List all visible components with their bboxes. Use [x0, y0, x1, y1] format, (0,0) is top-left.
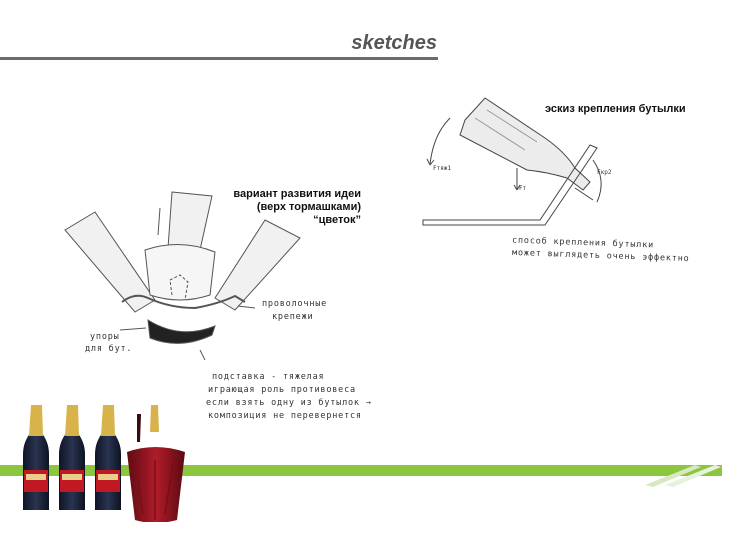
- flower-caption-line2: (верх тормашками): [256, 201, 361, 213]
- title-underline: [0, 57, 438, 60]
- bottle-1: [23, 405, 49, 510]
- wire-note-line1: проволочные: [262, 299, 328, 309]
- flower-caption: вариант развития идеи (верх тормашками) …: [225, 188, 361, 227]
- force-label-2: Fт: [519, 185, 527, 192]
- accent-band: [0, 465, 722, 476]
- mount-note-line2: может выглядеть очень эффектно: [511, 247, 690, 265]
- bottle-3: [95, 405, 121, 510]
- band-stripes: [645, 465, 721, 487]
- bottle-2: [59, 405, 85, 510]
- force-label-1: Fтяж1: [433, 165, 451, 172]
- wire-note-line2: крепежи: [272, 312, 314, 322]
- flower-caption-line1: вариант развития идеи: [233, 188, 361, 200]
- flower-caption-line3: “цветок”: [313, 214, 361, 226]
- bottle-mount-caption: эскиз крепления бутылки: [545, 103, 686, 115]
- supports-note-line2: для бут.: [85, 344, 133, 354]
- champagne-bottles-photo: [23, 405, 185, 522]
- stand-note-line4: композиция не перевернется: [208, 411, 362, 421]
- stand-note-line3: если взять одну из бутылок →: [206, 398, 372, 408]
- stand-note-line2: играющая роль противовеса: [208, 385, 356, 395]
- supports-note-line1: упоры: [90, 332, 120, 342]
- force-label-3: Fкр2: [597, 169, 612, 176]
- ice-bucket: [127, 405, 185, 522]
- stand-note-line1: подставка - тяжелая: [212, 372, 325, 382]
- flower-sketch: [64, 191, 301, 360]
- bottle-mount-sketch: Fтяж1 Fт Fкр2: [422, 97, 612, 226]
- page-title: sketches: [351, 32, 437, 54]
